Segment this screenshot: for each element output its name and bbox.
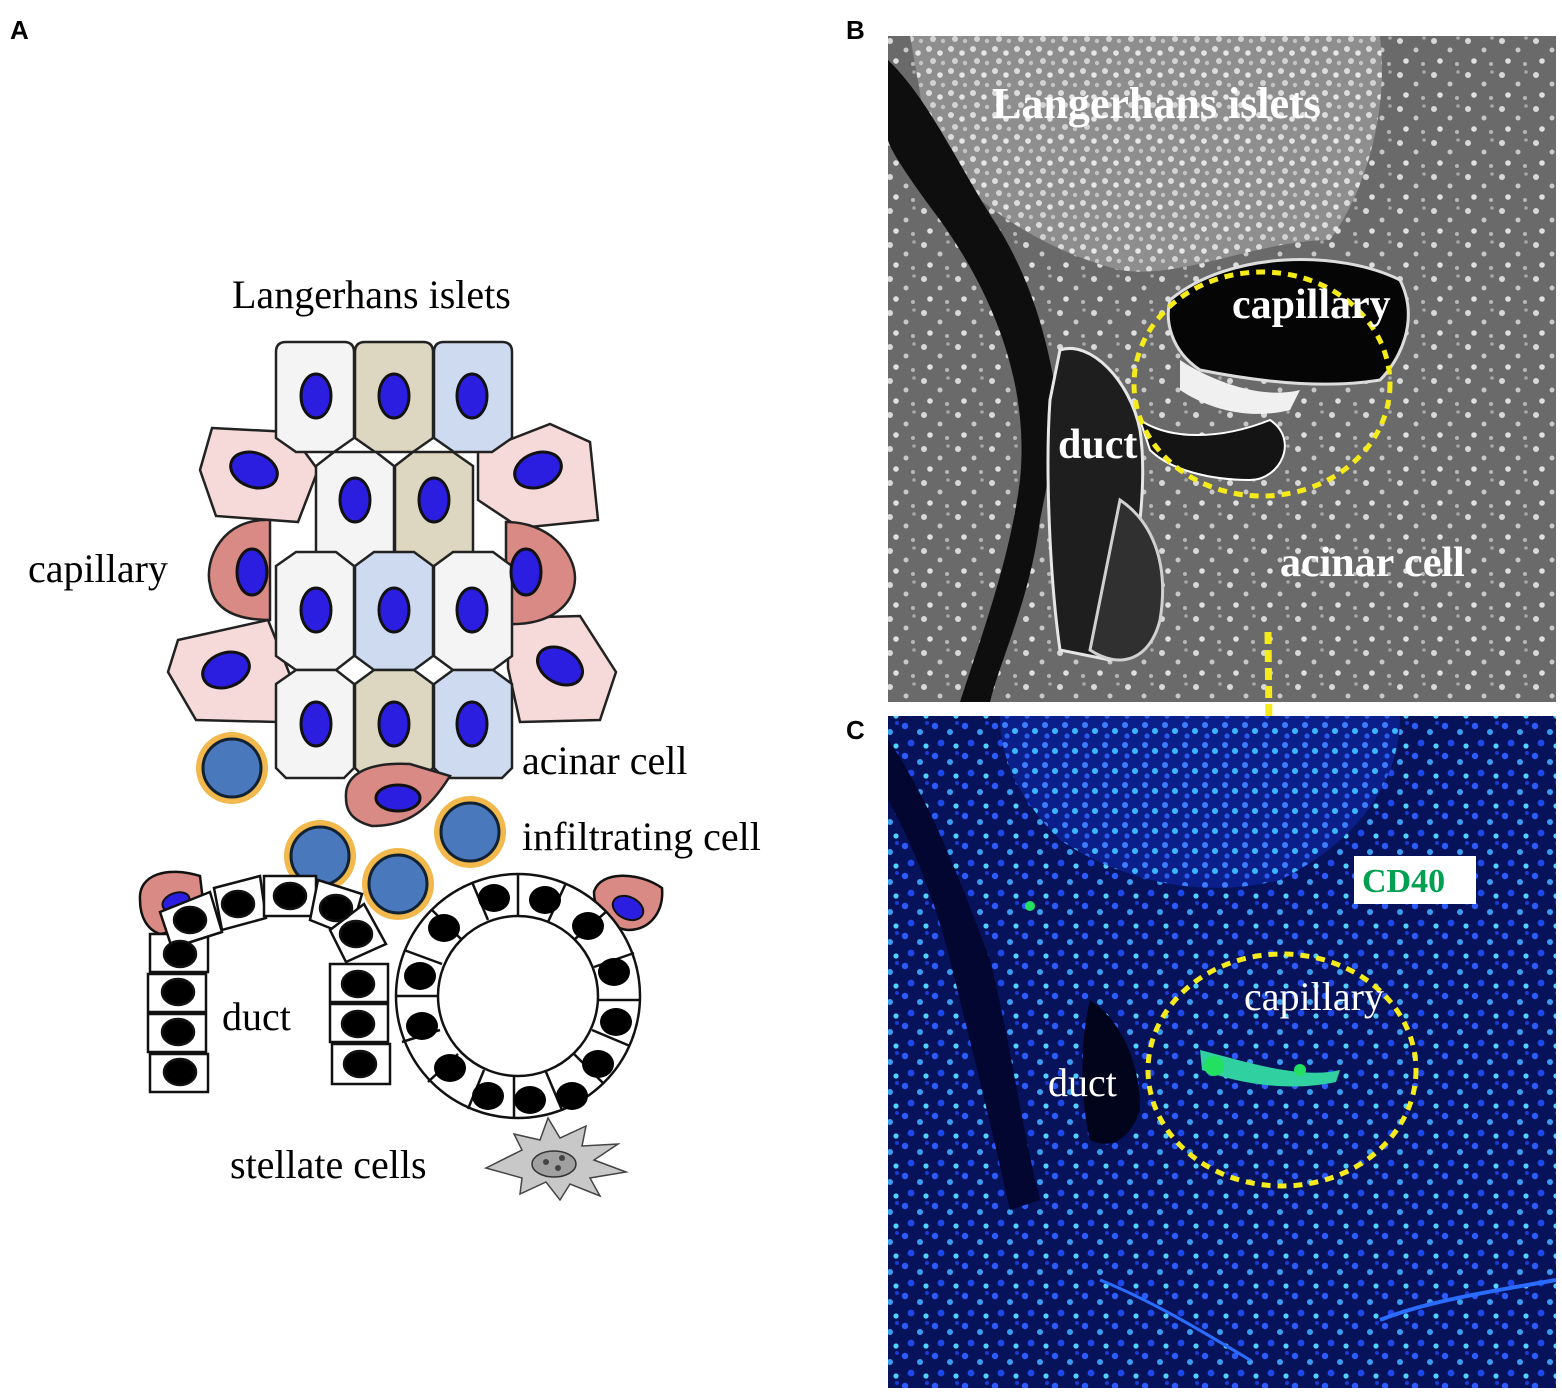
b-label-langerhans-islets: Langerhans islets <box>992 79 1321 128</box>
panel-b-micrograph <box>888 36 1556 702</box>
label-acinar-cell: acinar cell <box>522 738 687 783</box>
panel-b-letter: B <box>846 15 865 45</box>
nucleus <box>338 476 372 524</box>
panel-c-letter: C <box>846 715 865 745</box>
c-label-duct: duct <box>1048 1060 1117 1105</box>
nucleus <box>513 450 563 490</box>
c-label-cd40: CD40 <box>1362 863 1445 900</box>
label-infiltrating-cell: infiltrating cell <box>522 814 761 859</box>
nucleus <box>229 450 279 490</box>
b-label-duct: duct <box>1058 422 1137 468</box>
c-label-capillary: capillary <box>1244 974 1384 1019</box>
label-duct: duct <box>222 994 291 1039</box>
panel-c-micrograph <box>888 716 1557 1388</box>
dotted-circle-b <box>1131 269 1393 499</box>
nucleus <box>455 700 489 748</box>
duct-open <box>138 870 392 1094</box>
b-label-acinar-cell: acinar cell <box>1280 540 1465 586</box>
nucleus <box>299 700 333 748</box>
nucleus <box>299 372 333 420</box>
nucleus <box>235 547 269 597</box>
nucleus <box>201 650 251 690</box>
nucleus <box>377 372 411 420</box>
infiltrating-cell-core <box>367 853 429 915</box>
b-label-capillary: capillary <box>1232 282 1391 328</box>
label-langerhans-islets: Langerhans islets <box>232 272 511 317</box>
nucleus <box>455 586 489 634</box>
nucleus <box>455 372 489 420</box>
nucleus <box>509 547 543 597</box>
panel-a-letter: A <box>10 15 29 45</box>
nucleus <box>417 476 451 524</box>
nucleus <box>536 645 584 687</box>
infiltrating-cells <box>196 732 506 920</box>
islet-nuclei <box>201 372 584 813</box>
nucleus <box>377 700 411 748</box>
nucleus <box>374 783 422 813</box>
infiltrating-cell-core <box>439 801 501 863</box>
nucleus <box>377 586 411 634</box>
nucleus <box>299 586 333 634</box>
duct-round <box>394 872 664 1120</box>
stellate-cell <box>483 1116 629 1202</box>
label-capillary: capillary <box>28 546 168 591</box>
infiltrating-cell-core <box>201 737 263 799</box>
label-stellate-cells: stellate cells <box>230 1142 427 1187</box>
cd40-label-box <box>1354 856 1476 904</box>
dotted-circle-c <box>1145 951 1419 1189</box>
